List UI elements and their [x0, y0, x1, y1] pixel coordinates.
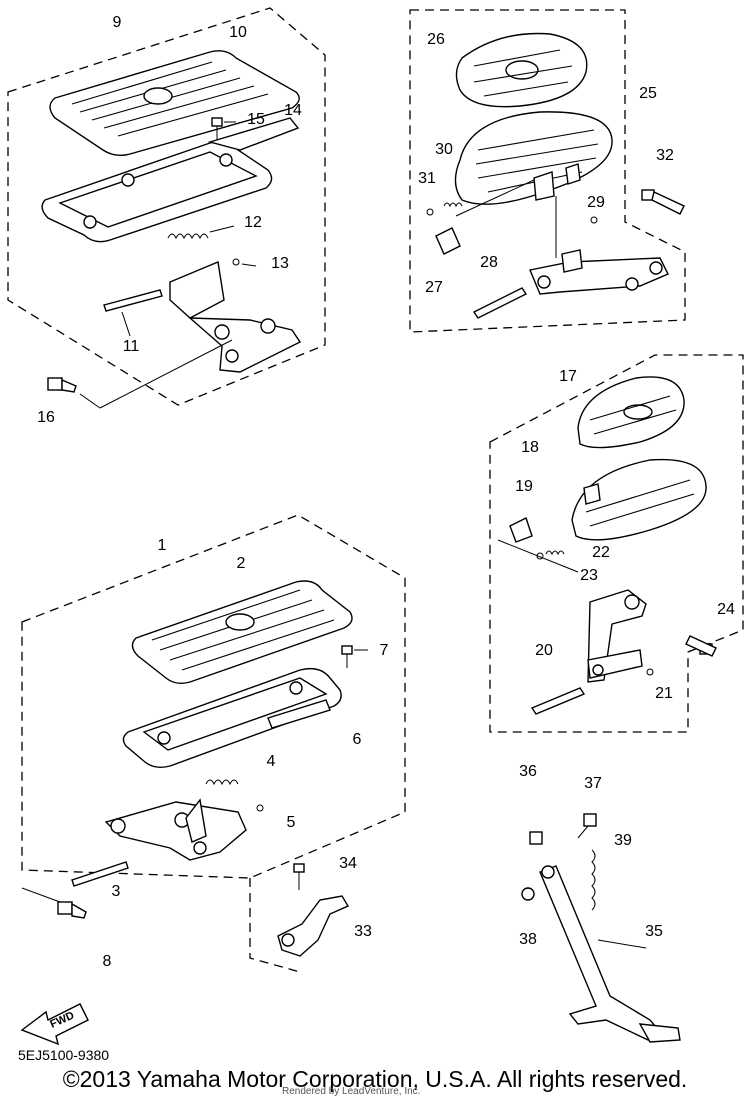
callout-19: 19	[515, 478, 533, 495]
assembly-9-boundary	[7, 7, 326, 406]
pin-28	[472, 287, 528, 319]
bracket-17	[587, 589, 647, 683]
callout-15: 15	[247, 111, 265, 128]
bracket-33	[277, 895, 350, 957]
callout-32: 32	[656, 147, 674, 164]
bolt-16	[47, 339, 233, 409]
callout-29: 29	[587, 194, 605, 211]
bracket-1	[104, 798, 247, 861]
watermark-text: Rendered by LeadVenture, Inc.	[282, 1086, 421, 1097]
spring-22	[545, 550, 565, 556]
callout-22: 22	[592, 544, 610, 561]
clip-5	[256, 804, 264, 812]
forward-arrow-icon: FWD	[20, 1003, 89, 1046]
footboard-pad-10	[49, 50, 300, 157]
footboard-pad-18	[577, 376, 685, 449]
washer-27	[435, 227, 461, 255]
screw-34	[293, 863, 305, 890]
callout-20: 20	[535, 642, 553, 659]
clip-29	[590, 216, 598, 224]
leader-sidestand	[597, 939, 647, 949]
clip-31	[426, 208, 434, 216]
sidestand-35	[539, 865, 681, 1043]
callout-38: 38	[519, 931, 537, 948]
nut-38	[521, 887, 535, 901]
callout-28: 28	[480, 254, 498, 271]
callout-7: 7	[380, 642, 389, 659]
callout-31: 31	[418, 170, 436, 187]
callout-11: 11	[123, 338, 140, 355]
callout-13: 13	[271, 255, 289, 272]
spring-30	[443, 202, 463, 208]
assembly-25-boundary	[409, 9, 686, 333]
callout-2: 2	[237, 555, 246, 572]
callout-17: 17	[559, 368, 577, 385]
callout-18: 18	[521, 439, 539, 456]
callout-37: 37	[584, 775, 602, 792]
footboard-frame-14	[41, 117, 300, 243]
callout-14: 14	[284, 102, 302, 119]
bracket-25	[529, 249, 669, 295]
bolt-24	[685, 635, 717, 657]
bolt-32	[641, 189, 685, 215]
footboard-frame-6	[122, 667, 342, 769]
callout-9: 9	[113, 14, 122, 31]
copyright-notice: ©2013 Yamaha Motor Corporation, U.S.A. A…	[62, 1066, 688, 1092]
callout-6: 6	[353, 731, 362, 748]
screw-7	[341, 645, 368, 668]
callout-16: 16	[37, 409, 55, 426]
pin-20	[530, 687, 586, 715]
callout-3: 3	[112, 883, 121, 900]
callout-8: 8	[103, 953, 112, 970]
spring-12	[167, 225, 235, 240]
callout-36: 36	[519, 763, 537, 780]
callout-21: 21	[655, 685, 673, 702]
leader-assembly-17	[497, 539, 579, 573]
callout-4: 4	[267, 753, 276, 770]
footboard-pad-2	[131, 580, 353, 685]
callout-24: 24	[717, 601, 735, 618]
callout-23: 23	[580, 567, 598, 584]
washer-19	[509, 517, 533, 543]
leader-assembly-25	[455, 179, 535, 217]
callout-numbers: 1234567891011121314151617181920212223242…	[37, 14, 735, 970]
nut-36	[529, 831, 543, 845]
footboard-pad-26	[455, 32, 588, 108]
bolt-8	[21, 887, 87, 919]
catalog-code: 5EJ5100-9380	[18, 1047, 110, 1063]
bolt-37	[577, 813, 597, 839]
callout-25: 25	[639, 85, 657, 102]
callout-10: 10	[229, 24, 247, 41]
pin-11	[103, 289, 163, 337]
callout-1: 1	[158, 537, 167, 554]
clip-21	[646, 668, 654, 676]
screw-15	[211, 117, 236, 140]
clip-13	[232, 258, 257, 267]
callout-12: 12	[244, 214, 262, 231]
callout-34: 34	[339, 855, 357, 872]
assembly-1-boundary	[21, 514, 406, 879]
pin-3	[71, 861, 129, 887]
footboard-base-17	[571, 458, 707, 541]
callout-39: 39	[614, 832, 632, 849]
callout-35: 35	[645, 923, 663, 940]
callout-30: 30	[435, 141, 453, 158]
leader-bracket-33	[249, 878, 301, 973]
assembly-17-boundary	[489, 354, 744, 733]
callout-26: 26	[427, 31, 445, 48]
footboard-base-30	[454, 111, 613, 205]
spring-4	[205, 779, 239, 786]
callout-33: 33	[354, 923, 372, 940]
callout-27: 27	[425, 279, 443, 296]
spring-39	[591, 849, 596, 911]
callout-5: 5	[287, 814, 296, 831]
bracket-9	[169, 261, 302, 373]
